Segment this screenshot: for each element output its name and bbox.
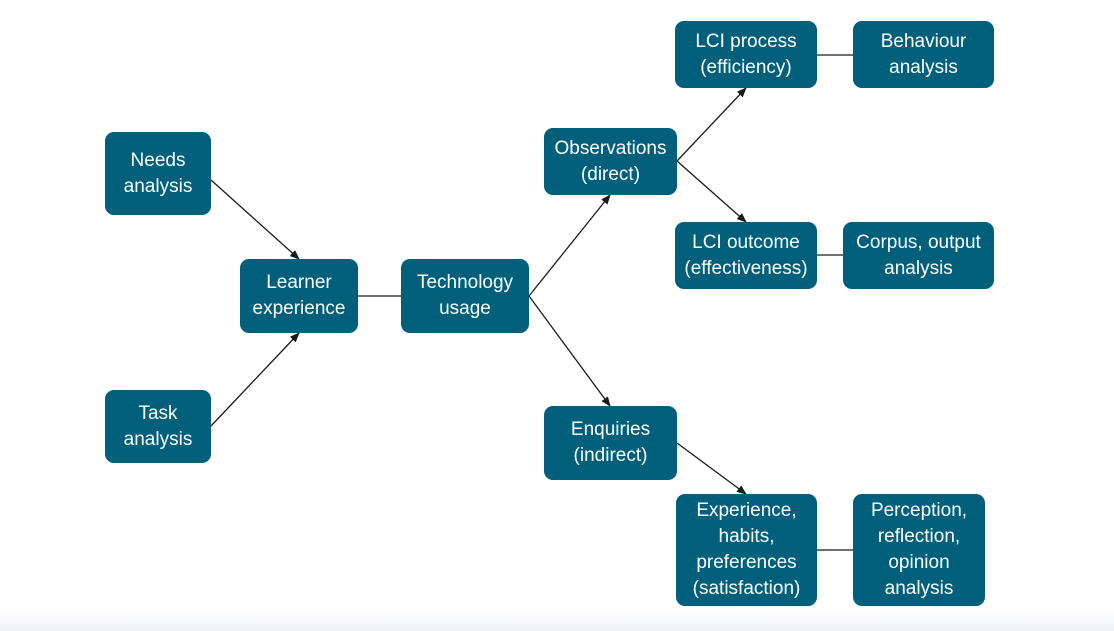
node-label: Perception, reflection, opinion analysis [870, 500, 968, 599]
node-label: Learner experience [252, 272, 346, 319]
node-label: Enquiries (indirect) [570, 419, 651, 466]
node-task-analysis: Task analysis [105, 390, 211, 463]
edge-technology-to-enquiries [528, 295, 611, 407]
node-enquiries: Enquiries (indirect) [544, 406, 677, 480]
node-label: Observations (direct) [554, 137, 667, 185]
edge-enquiries-to-experience [676, 442, 747, 495]
node-label: LCI outcome (effectiveness) [684, 231, 808, 279]
edge-task-to-learner [210, 332, 300, 427]
node-label: LCI process (efficiency) [695, 30, 797, 78]
node-needs-analysis: Needs analysis [105, 132, 211, 215]
node-corpus-output-analysis: Corpus, output analysis [843, 222, 994, 289]
node-label: Needs analysis [123, 149, 193, 197]
node-label: Technology usage [416, 272, 514, 319]
node-lci-process: LCI process (efficiency) [675, 21, 817, 88]
bottom-strip [0, 606, 1114, 631]
node-lci-outcome: LCI outcome (effectiveness) [675, 222, 817, 289]
node-label: Corpus, output analysis [856, 231, 981, 279]
node-learner-experience: Learner experience [240, 259, 358, 333]
node-behaviour-analysis: Behaviour analysis [853, 21, 994, 88]
edge-needs-to-learner [210, 179, 300, 260]
node-technology-usage: Technology usage [401, 259, 529, 333]
edge-technology-to-observations [528, 194, 611, 297]
node-label: Behaviour analysis [880, 30, 967, 78]
node-label: Task analysis [123, 402, 193, 450]
edge-observations-to-lci-process [676, 87, 747, 162]
node-perception-reflection: Perception, reflection, opinion analysis [853, 494, 985, 606]
node-observations: Observations (direct) [544, 128, 677, 195]
edge-observations-to-lci-outcome [676, 160, 747, 223]
node-experience-habits: Experience, habits, preferences (satisfa… [676, 494, 817, 606]
node-label: Experience, habits, preferences (satisfa… [692, 500, 801, 599]
